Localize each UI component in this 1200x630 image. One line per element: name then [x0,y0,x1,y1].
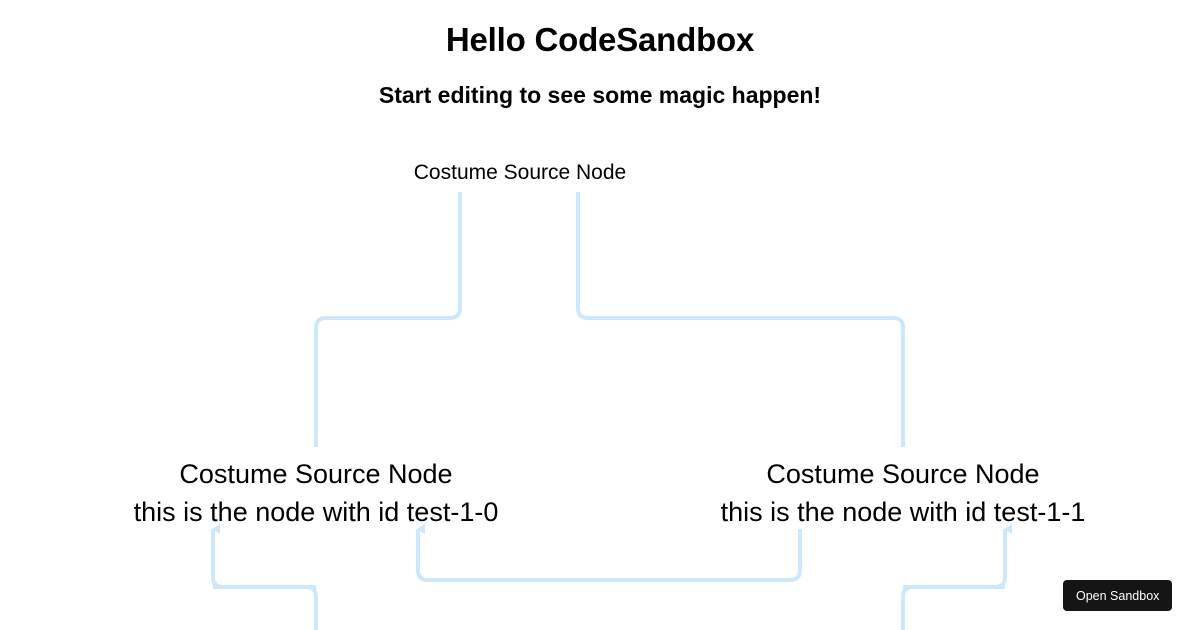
flow-node-label: Costume Source Node [766,459,1040,489]
flow-node-detail: this is the node with id test-1-0 [133,497,499,528]
page-subtitle: Start editing to see some magic happen! [378,82,822,108]
flow-node-test-1-1[interactable]: Costume Source Node this is the node wit… [653,455,1153,532]
edge-left-node-out-a [211,524,318,630]
flow-node-detail: this is the node with id test-1-1 [720,497,1086,528]
flow-node-label: Costume Source Node [179,459,453,489]
edge-right-node-out-a [901,524,1012,630]
flow-node-test-0-0[interactable]: Costume Source Node [300,158,740,188]
open-sandbox-button[interactable]: Open Sandbox [1063,580,1173,611]
edge-root-to-right [576,192,905,447]
page-title: Hello CodeSandbox [445,21,755,58]
flow-node-label: Costume Source Node [413,161,627,184]
edge-root-to-left [314,192,462,447]
flow-node-test-1-0[interactable]: Costume Source Node this is the node wit… [66,455,566,532]
edge-left-node-out-b [416,524,802,582]
